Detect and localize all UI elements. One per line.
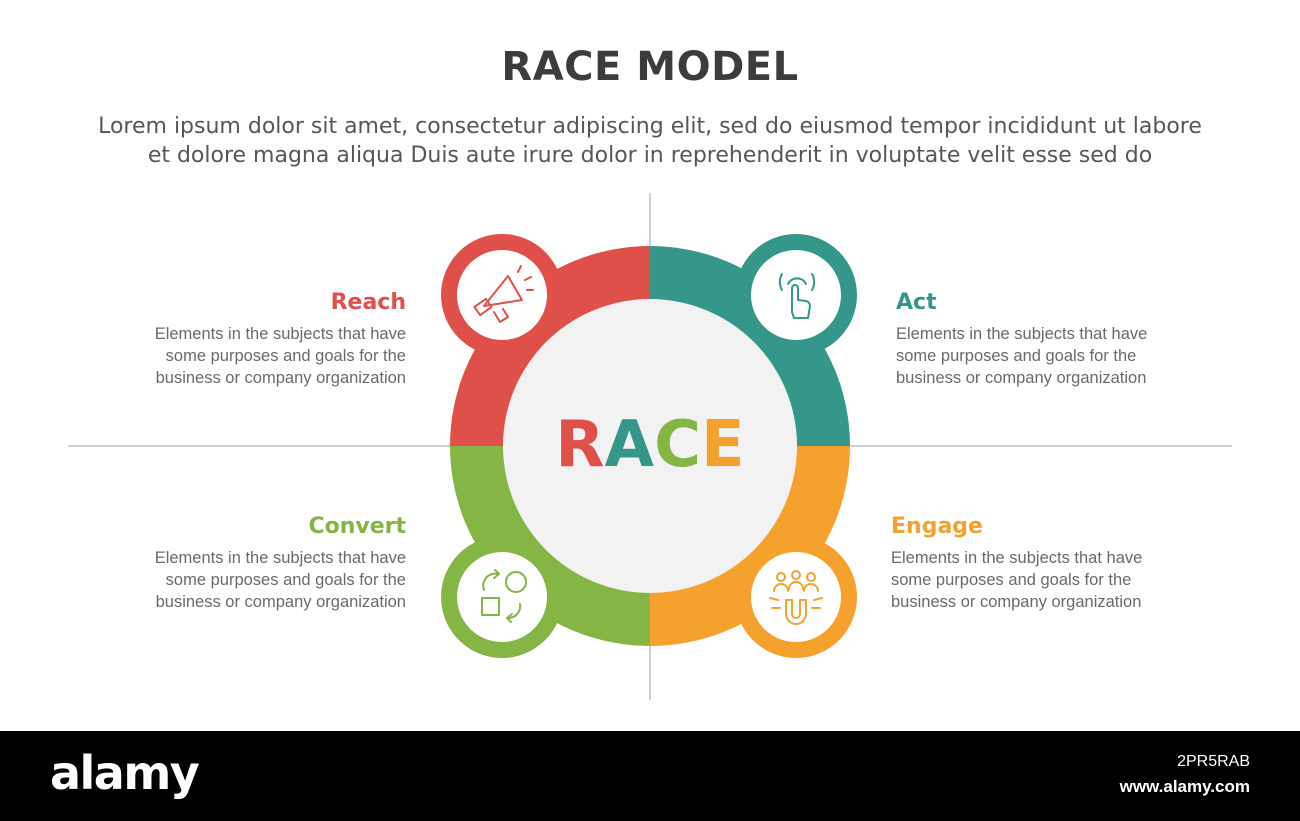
engage-icon-circle (751, 552, 841, 642)
convert-desc-line-1: Elements in the subjects that have (154, 549, 406, 567)
convert-desc-line-2: some purposes and goals for the (165, 571, 406, 589)
megaphone-icon (473, 265, 534, 323)
reach-title: Reach (330, 290, 406, 315)
race-letter-c: C (654, 408, 701, 482)
convert-title: Convert (308, 514, 406, 539)
race-word: RACE (555, 408, 745, 482)
engage-desc-line-2: some purposes and goals for the (891, 571, 1132, 589)
reach-icon-circle (457, 250, 547, 340)
watermark-brand: alamy (50, 746, 200, 800)
act-desc-line-3: business or company organization (896, 369, 1147, 387)
race-diagram: RACE (68, 193, 1232, 700)
subtitle: Lorem ipsum dolor sit amet, consectetur … (60, 112, 1240, 170)
engage-desc-line-3: business or company organization (891, 593, 1142, 611)
touch-hand-icon (778, 273, 816, 319)
race-letter-r: R (555, 408, 604, 482)
magnet-people-icon (769, 570, 823, 625)
race-letter-a: A (605, 408, 655, 482)
watermark-site: www.alamy.com (1119, 777, 1250, 796)
reach-desc-line-2: some purposes and goals for the (165, 347, 406, 365)
act-description: Elements in the subjects that have some … (896, 323, 1196, 389)
convert-description: Elements in the subjects that have some … (106, 547, 406, 613)
page-title: RACE MODEL (501, 44, 799, 90)
subtitle-line-1: Lorem ipsum dolor sit amet, consectetur … (98, 114, 1202, 139)
convert-shapes-icon (481, 569, 527, 623)
act-desc-line-1: Elements in the subjects that have (896, 325, 1148, 343)
subtitle-line-2: et dolore magna aliqua Duis aute irure d… (147, 143, 1153, 168)
convert-icon-circle (457, 552, 547, 642)
engage-title: Engage (891, 514, 983, 539)
watermark-image-id: 2PR5RAB (1177, 753, 1250, 770)
reach-desc-line-3: business or company organization (155, 369, 406, 387)
engage-description: Elements in the subjects that have some … (891, 547, 1191, 613)
watermark-footer (0, 731, 1300, 821)
reach-desc-line-1: Elements in the subjects that have (154, 325, 406, 343)
engage-desc-line-1: Elements in the subjects that have (891, 549, 1143, 567)
race-letter-e: E (701, 408, 745, 482)
center-circle (503, 299, 797, 593)
act-icon-circle (751, 250, 841, 340)
convert-desc-line-3: business or company organization (155, 593, 406, 611)
reach-description: Elements in the subjects that have some … (106, 323, 406, 389)
act-desc-line-2: some purposes and goals for the (896, 347, 1137, 365)
act-title: Act (896, 290, 937, 315)
